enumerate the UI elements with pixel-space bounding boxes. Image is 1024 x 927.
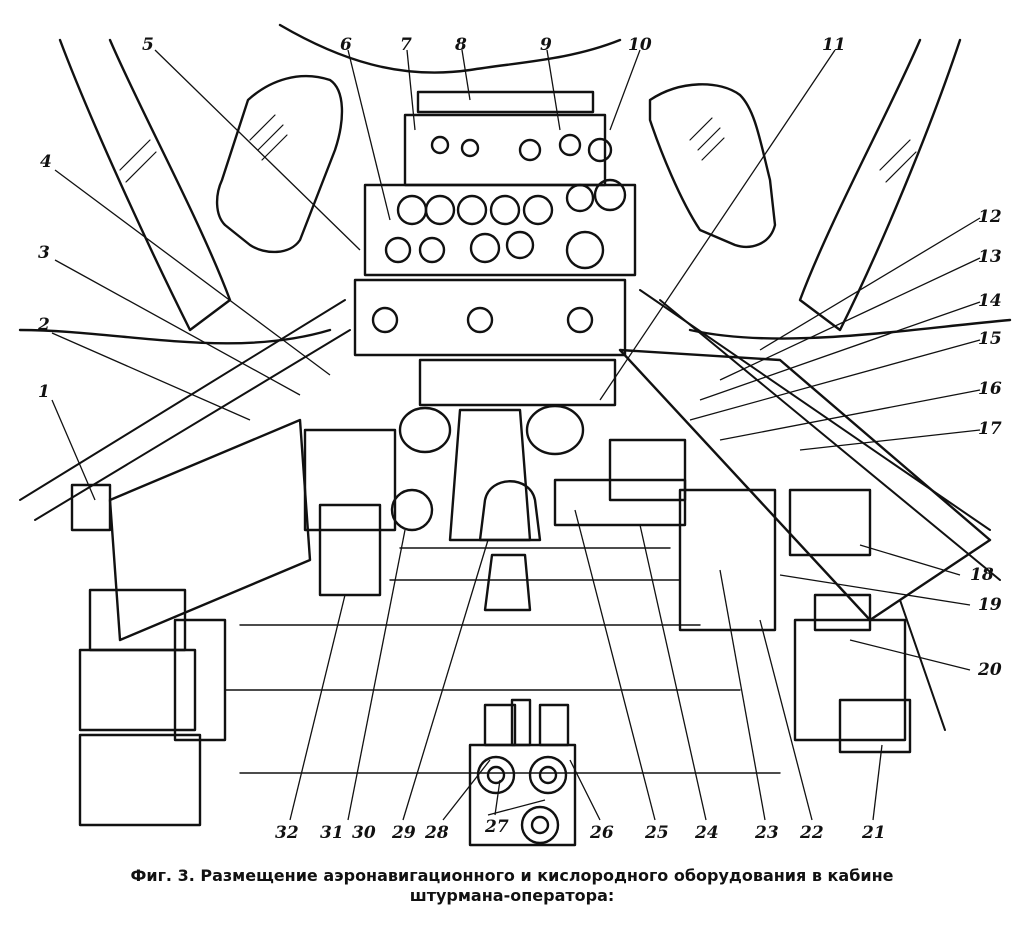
panel-lower-row (353, 278, 627, 357)
right-box-21 (838, 698, 912, 754)
cockpit-diagram: 1 2 3 4 5 6 7 8 9 10 11 12 13 14 15 16 1… (18, 23, 1012, 847)
callout-8: 8 (454, 35, 467, 55)
map-table (418, 358, 617, 407)
callout-20: 20 (977, 660, 1002, 680)
right-console (618, 348, 992, 622)
round-knob (390, 488, 434, 532)
left-panel-block (303, 428, 397, 532)
caption-line-2: штурмана-оператора: (409, 886, 615, 905)
callout-22: 22 (799, 823, 824, 843)
callout-2: 2 (37, 315, 50, 335)
callout-12: 12 (978, 207, 1002, 227)
callout-3: 3 (38, 243, 50, 263)
caption-line-1: Фиг. 3. Размещение аэронавигационного и … (130, 866, 894, 885)
callout-28: 28 (424, 823, 449, 843)
right-box-lever (813, 593, 872, 632)
callout-31: 31 (320, 823, 344, 843)
scope-hood (478, 480, 542, 542)
callout-21: 21 (861, 823, 886, 843)
callout-24: 24 (694, 823, 719, 843)
callout-6: 6 (340, 35, 352, 55)
canopy-frame-arch (278, 23, 622, 74)
right-box-18 (788, 488, 872, 557)
canopy-frame-outer-right (688, 318, 1012, 340)
callout-29: 29 (391, 823, 416, 843)
callout-19: 19 (978, 595, 1002, 615)
left-console (108, 418, 312, 642)
window-right (648, 83, 777, 248)
window-left (215, 74, 344, 254)
left-box-lower (78, 733, 202, 827)
callout-27: 27 (484, 817, 509, 837)
left-bracket (70, 483, 112, 532)
callout-14: 14 (978, 291, 1002, 311)
callout-26: 26 (589, 823, 614, 843)
callout-17: 17 (978, 419, 1002, 439)
panel-top-strip (416, 90, 595, 114)
floor-hatch (483, 553, 532, 612)
panel-middle-row (363, 183, 637, 277)
canopy-frame-left (58, 38, 232, 332)
figure-caption: Фиг. 3. Размещение аэронавигационного и … (0, 866, 1024, 906)
callout-16: 16 (978, 379, 1002, 399)
callout-15: 15 (978, 329, 1002, 349)
right-rack (678, 488, 777, 632)
callout-numbers: 1 2 3 4 5 6 7 8 9 10 11 12 13 14 15 16 1… (37, 35, 1002, 843)
callout-1: 1 (38, 382, 50, 402)
callout-30: 30 (352, 823, 376, 843)
canopy-frame-outer-left (18, 328, 332, 345)
callout-4: 4 (40, 152, 52, 172)
leader-lines (51, 49, 981, 821)
pedal-assembly-right (525, 404, 585, 456)
center-column (448, 408, 532, 542)
callout-11: 11 (822, 35, 846, 55)
callout-5: 5 (142, 35, 154, 55)
callout-32: 32 (275, 823, 299, 843)
right-box-20 (793, 618, 907, 742)
left-box-upper (88, 588, 187, 652)
canopy-frame-right (798, 38, 962, 332)
callout-10: 10 (628, 35, 652, 55)
left-box-mid (78, 648, 197, 732)
callout-7: 7 (400, 35, 412, 55)
callout-23: 23 (754, 823, 779, 843)
callout-9: 9 (540, 35, 552, 55)
callout-25: 25 (644, 823, 669, 843)
callout-13: 13 (978, 247, 1002, 267)
dial-row (371, 133, 627, 334)
pedal-assembly-left (398, 406, 452, 454)
left-floor-unit (318, 503, 382, 597)
right-control-box (553, 478, 687, 527)
callout-18: 18 (970, 565, 994, 585)
right-panel-block (608, 438, 687, 502)
left-box-side (173, 618, 227, 742)
